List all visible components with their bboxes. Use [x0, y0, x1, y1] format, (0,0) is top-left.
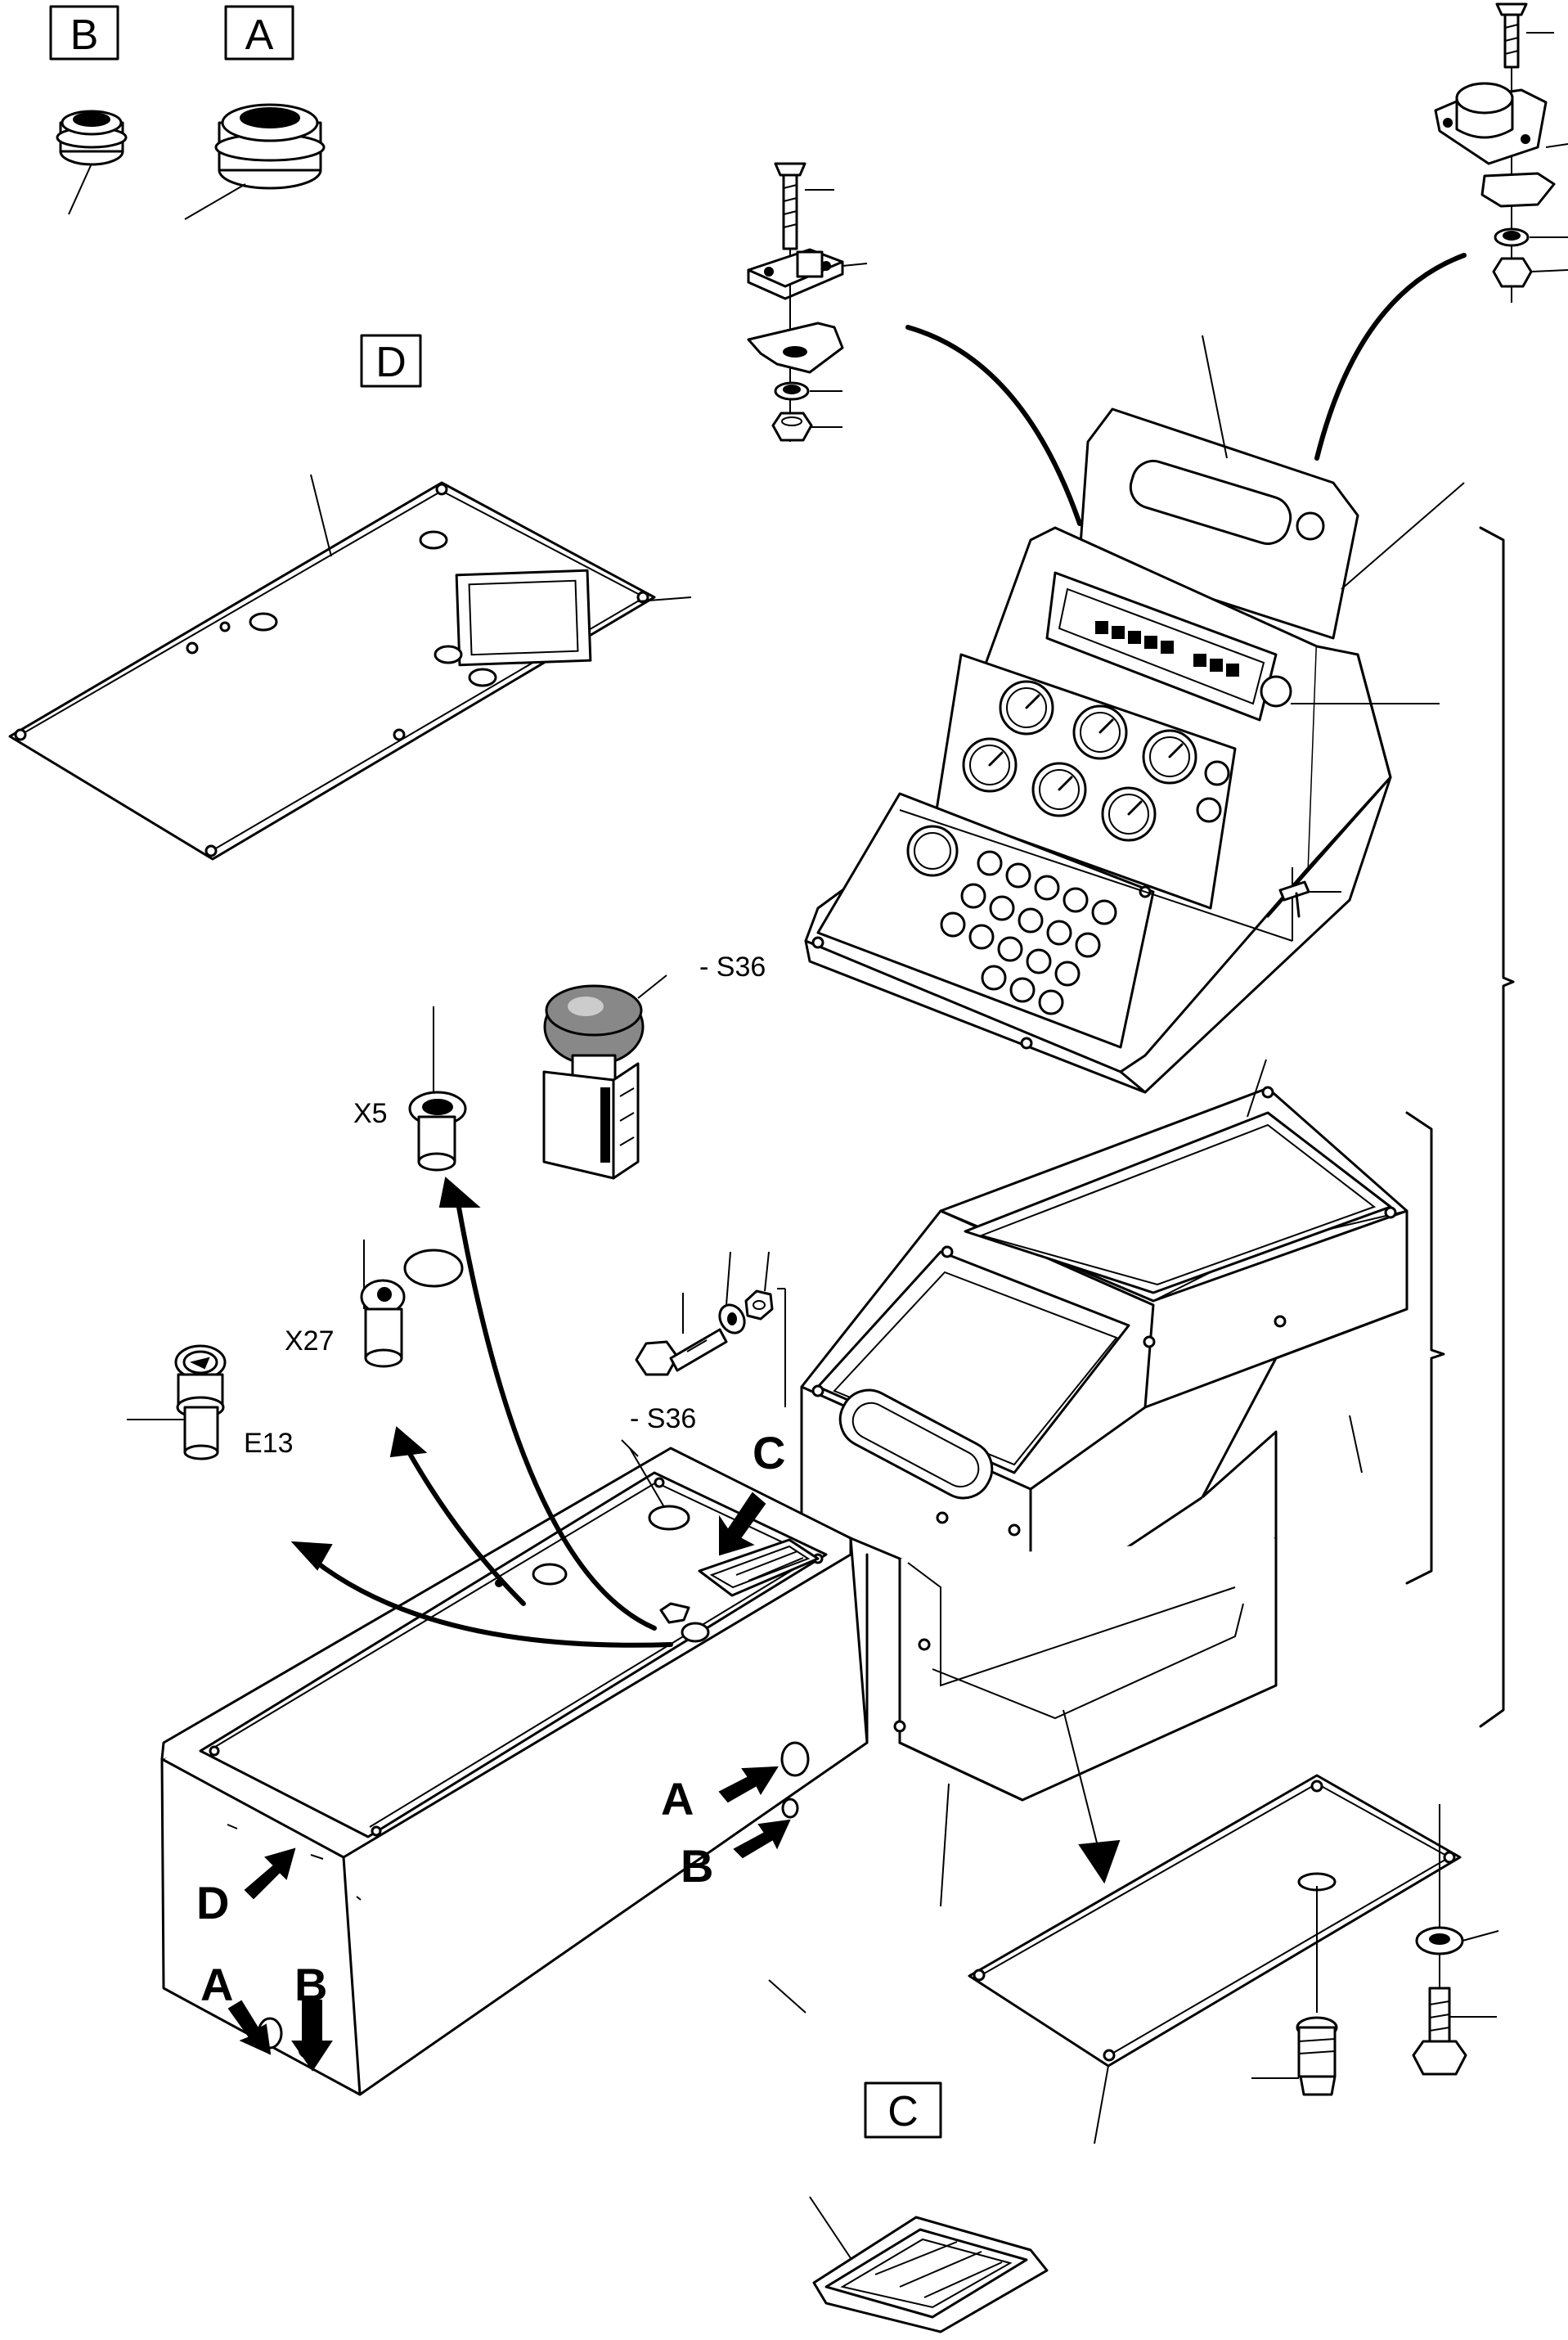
svg-text:D: D [375, 339, 407, 386]
leader-curve-right [1314, 253, 1467, 461]
arrow-c-top: C [719, 1427, 785, 1556]
bolt-washer-nut-set [635, 1251, 786, 1407]
arrow-a-front: A [200, 1959, 272, 2055]
bracket-mid [1405, 1111, 1445, 1585]
svg-text:A: A [661, 1773, 694, 1825]
bottom-plate [968, 1709, 1462, 2144]
svg-text:C: C [887, 2088, 919, 2135]
label-x27: X27 [285, 1325, 335, 1357]
cover-plate-d [8, 474, 692, 861]
label-x5: X5 [353, 1098, 388, 1129]
arrow-b-front: B [291, 1959, 333, 2072]
hinge-assembly [747, 162, 868, 442]
ashtray-c [809, 2196, 1049, 2333]
mount-assembly [1434, 2, 1568, 303]
grommet-small [56, 110, 128, 215]
socket-x27: X27 [285, 1240, 464, 1368]
callout-box-d: D [360, 334, 422, 388]
svg-text:A: A [245, 11, 274, 59]
svg-text:B: B [70, 11, 99, 59]
instrument-dashboard [804, 335, 1465, 1094]
s36-leader [629, 1447, 665, 1508]
callout-box-b: B [49, 5, 119, 61]
assembly-arrows [290, 1177, 673, 1648]
lighter-e13: E13 [127, 1344, 294, 1460]
arrow-a-right: A [661, 1766, 779, 1825]
emergency-stop-switch [542, 974, 667, 1180]
grommet-large [184, 103, 326, 220]
bracket-right [1479, 526, 1515, 1728]
console-frame [800, 1059, 1409, 1907]
label-s36-console: - S36 [630, 1403, 696, 1434]
callout-box-a: A [224, 5, 294, 61]
svg-text:C: C [753, 1427, 785, 1478]
arrow-b-right: B [681, 1819, 791, 1892]
svg-text:A: A [200, 1959, 233, 2010]
label-e13: E13 [244, 1428, 294, 1459]
bottom-fasteners [1251, 1804, 1499, 2096]
callout-box-c: C [864, 2081, 942, 2139]
switch-cluster [940, 850, 1117, 1015]
arrow-d-side: D [196, 1847, 296, 1928]
leader-curve-left [905, 325, 1082, 526]
socket-x5: X5 [353, 1006, 467, 1172]
label-s36-panel: - S36 [699, 952, 766, 983]
svg-text:B: B [294, 1959, 327, 2010]
svg-text:B: B [681, 1840, 713, 1892]
svg-text:D: D [196, 1877, 229, 1928]
main-console-box [160, 1439, 869, 2096]
